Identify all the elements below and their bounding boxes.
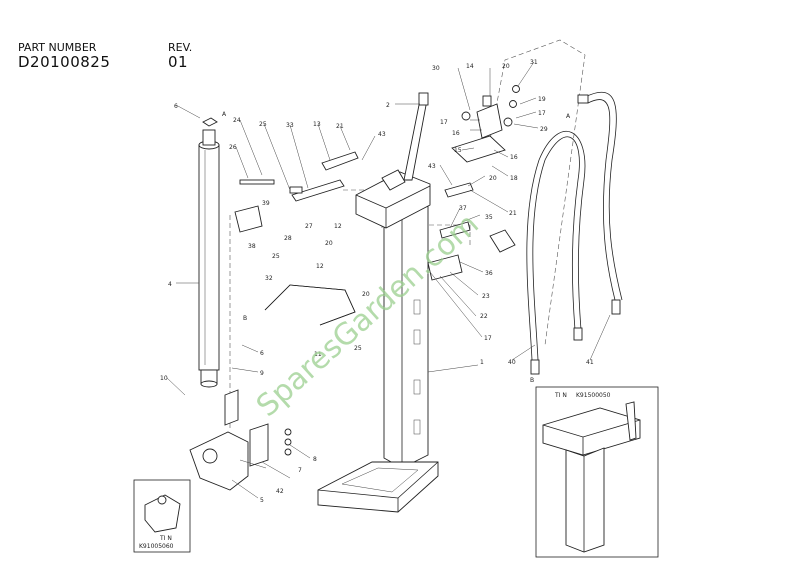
callout-label: 16: [510, 154, 518, 161]
inset-tin-label: TI N: [554, 392, 567, 399]
revision-value: 01: [168, 53, 189, 71]
callout-label: 33: [286, 122, 294, 129]
callout-label: 31: [530, 59, 538, 66]
callout-label: 20: [502, 63, 510, 70]
callout-label: 20: [489, 175, 497, 182]
callout-label: 4: [168, 281, 172, 288]
callout-label: B: [530, 377, 534, 384]
inset-tin-label: TI N: [159, 535, 172, 542]
part-number-label: PART NUMBER: [18, 41, 97, 54]
link-arms-and-pins: [234, 151, 516, 281]
callout-label: 25: [354, 345, 362, 352]
callout-label: 7: [298, 467, 302, 474]
callout-label: 17: [538, 110, 546, 117]
inset-panel-left: TI N K91005060: [133, 479, 191, 553]
callout-label: B: [243, 315, 247, 322]
callout-label: 14: [466, 63, 474, 70]
callout-label: 20: [325, 240, 333, 247]
callout-label: 40: [508, 359, 516, 366]
callout-label: 21: [336, 123, 344, 130]
callout-label: 20: [362, 291, 370, 298]
callout-label: 30: [432, 65, 440, 72]
callout-labels: 6 A 4 10 24 26 25 33 13 21 43 2 39 38 27…: [160, 59, 594, 504]
callout-label: 26: [229, 144, 237, 151]
callout-label: 28: [284, 235, 292, 242]
callout-label: A: [566, 113, 571, 120]
callout-label: 21: [509, 210, 517, 217]
callout-label: 2: [386, 102, 390, 109]
callout-label: 16: [452, 130, 460, 137]
callout-label: 12: [334, 223, 342, 230]
callout-label: 22: [480, 313, 488, 320]
callout-label: 29: [540, 126, 548, 133]
inset-part-code: K91005060: [139, 543, 174, 550]
callout-label: 8: [313, 456, 317, 463]
part-number-value: D20100825: [18, 53, 111, 71]
callout-label: 43: [378, 131, 386, 138]
callout-label: 10: [160, 375, 168, 382]
callout-label: 36: [485, 270, 493, 277]
main-column: [383, 197, 429, 469]
callout-label: 43: [428, 163, 436, 170]
hydraulic-hoses: [526, 91, 623, 375]
callout-label: 13: [313, 121, 321, 128]
callout-label: 1: [480, 359, 484, 366]
callout-label: 17: [484, 335, 492, 342]
callout-label: 42: [276, 488, 284, 495]
inset-part-code: K91500050: [576, 392, 611, 399]
head-bracket: [355, 169, 431, 229]
base-plate: [317, 461, 439, 513]
hydraulic-cylinder: [198, 117, 220, 388]
leader-lines: [166, 61, 611, 499]
callout-label: 15: [454, 147, 462, 154]
callout-label: 5: [260, 497, 264, 504]
operating-lever: [403, 92, 429, 181]
callout-label: 38: [248, 243, 256, 250]
callout-label: 12: [316, 263, 324, 270]
callout-label: 35: [485, 214, 493, 221]
callout-label: 24: [233, 117, 241, 124]
callout-label: 6: [260, 350, 264, 357]
tubular-handle: [264, 284, 356, 326]
callout-label: 18: [510, 175, 518, 182]
callout-label: A: [222, 111, 227, 118]
callout-label: 17: [440, 119, 448, 126]
callout-label: 19: [538, 96, 546, 103]
callout-label: 23: [482, 293, 490, 300]
callout-label: 32: [265, 275, 273, 282]
callout-label: 11: [314, 351, 322, 358]
callout-label: 39: [262, 200, 270, 207]
revision-label: REV.: [168, 41, 193, 54]
callout-label: 6: [174, 103, 178, 110]
callout-label: 25: [272, 253, 280, 260]
pump-valve-assembly: [451, 85, 520, 163]
callout-label: 9: [260, 370, 264, 377]
callout-label: 27: [305, 223, 313, 230]
lower-mounting-bracket: [189, 389, 292, 491]
inset-panel-right: TI N K91500050: [535, 386, 659, 558]
callout-label: 37: [459, 205, 467, 212]
callout-label: 25: [259, 121, 267, 128]
callout-label: 41: [586, 359, 594, 366]
